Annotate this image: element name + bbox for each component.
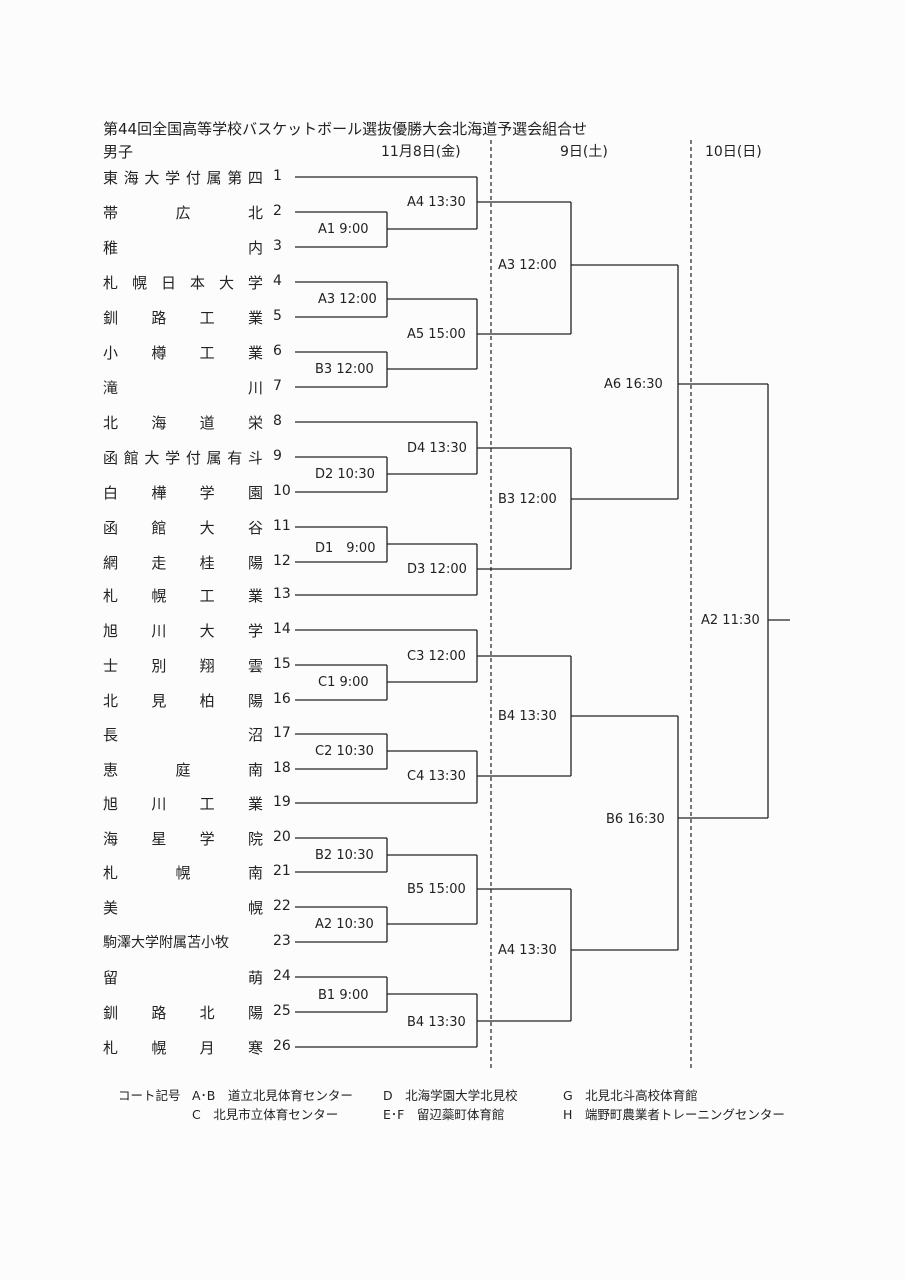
team-name: 札幌工業 (103, 586, 263, 605)
match-label: B4 13:30 (405, 1015, 468, 1030)
team-name: 札幌南 (103, 863, 263, 882)
team-name: 釧路北陽 (103, 1003, 263, 1022)
team-name: 網走桂陽 (103, 553, 263, 572)
match-label: C2 10:30 (313, 744, 376, 759)
team-name: 函館大谷 (103, 518, 263, 537)
match-label: A4 13:30 (405, 195, 468, 210)
team-name: 白樺学園 (103, 483, 263, 502)
team-seed-number: 15 (273, 656, 291, 672)
match-label: C1 9:00 (316, 675, 371, 690)
match-label: D2 10:30 (313, 467, 377, 482)
team-seed-number: 20 (273, 829, 291, 845)
team-name: 海星学院 (103, 829, 263, 848)
page-title: 第44回全国高等学校バスケットボール選抜優勝大会北海道予選会組合せ (103, 120, 588, 138)
match-label: A3 12:00 (316, 292, 379, 307)
legend-item: D 北海学園大学北見校 (383, 1088, 518, 1103)
team-seed-number: 22 (273, 898, 291, 914)
match-label: C3 12:00 (405, 649, 468, 664)
match-label: B5 15:00 (405, 882, 468, 897)
team-name: 美幌 (103, 898, 263, 917)
match-label: A2 11:30 (699, 613, 762, 628)
match-label: D4 13:30 (405, 441, 469, 456)
team-name: 旭川工業 (103, 794, 263, 813)
legend-item: H 端野町農業者トレーニングセンター (563, 1107, 785, 1122)
team-name: 恵庭南 (103, 760, 263, 779)
match-label: B3 12:00 (496, 492, 559, 507)
team-name: 北海道栄 (103, 413, 263, 432)
team-seed-number: 21 (273, 863, 291, 879)
team-name: 駒澤大学附属苫小牧 (103, 935, 229, 951)
team-seed-number: 16 (273, 691, 291, 707)
match-label: C4 13:30 (405, 769, 468, 784)
team-seed-number: 23 (273, 933, 291, 949)
category-label: 男子 (103, 143, 134, 161)
team-seed-number: 19 (273, 794, 291, 810)
team-seed-number: 7 (273, 378, 282, 394)
team-name: 帯広北 (103, 203, 263, 222)
team-name: 小樽工業 (103, 343, 263, 362)
team-seed-number: 4 (273, 273, 282, 289)
team-name: 札幌月寒 (103, 1038, 263, 1057)
team-name: 釧路工業 (103, 308, 263, 327)
day-header-1: 11月8日(金) (381, 144, 461, 160)
team-seed-number: 13 (273, 586, 291, 602)
team-seed-number: 1 (273, 168, 282, 184)
match-label: D1 9:00 (313, 537, 378, 556)
team-seed-number: 3 (273, 238, 282, 254)
team-seed-number: 8 (273, 413, 282, 429)
legend-item: A･B 道立北見体育センター (192, 1088, 353, 1103)
match-label: B6 16:30 (604, 812, 667, 827)
team-name: 士別翔雲 (103, 656, 263, 675)
team-name: 東海大学付属第四 (103, 168, 263, 187)
legend-item: E･F 留辺蘂町体育館 (383, 1107, 505, 1122)
team-seed-number: 17 (273, 725, 291, 741)
team-name: 北見柏陽 (103, 691, 263, 710)
match-label: A4 13:30 (496, 943, 559, 958)
team-name: 留萌 (103, 968, 263, 987)
match-label: D3 12:00 (405, 562, 469, 577)
team-seed-number: 2 (273, 203, 282, 219)
match-label: A1 9:00 (316, 222, 371, 237)
legend-heading: コート記号 (118, 1088, 181, 1103)
match-label: A3 12:00 (496, 258, 559, 273)
team-seed-number: 11 (273, 518, 291, 534)
legend-item: C 北見市立体育センター (192, 1107, 339, 1122)
team-seed-number: 10 (273, 483, 291, 499)
match-label: B4 13:30 (496, 709, 559, 724)
team-name: 旭川大学 (103, 621, 263, 640)
team-name: 函館大学付属有斗 (103, 448, 263, 467)
match-label: A5 15:00 (405, 327, 468, 342)
team-name: 長沼 (103, 725, 263, 744)
match-label: A6 16:30 (602, 377, 665, 392)
team-seed-number: 18 (273, 760, 291, 776)
match-label: A2 10:30 (313, 917, 376, 932)
team-seed-number: 14 (273, 621, 291, 637)
day-header-2: 9日(土) (560, 144, 608, 160)
team-name: 札幌日本大学 (103, 273, 263, 292)
team-seed-number: 25 (273, 1003, 291, 1019)
match-label: B3 12:00 (313, 362, 376, 377)
team-seed-number: 26 (273, 1038, 291, 1054)
team-seed-number: 5 (273, 308, 282, 324)
legend-item: G 北見北斗高校体育館 (563, 1088, 698, 1103)
team-seed-number: 6 (273, 343, 282, 359)
match-label: B2 10:30 (313, 848, 376, 863)
match-label: B1 9:00 (316, 988, 371, 1003)
team-seed-number: 12 (273, 553, 291, 569)
team-name: 滝川 (103, 378, 263, 397)
team-name: 稚内 (103, 238, 263, 257)
team-seed-number: 24 (273, 968, 291, 984)
team-seed-number: 9 (273, 448, 282, 464)
day-header-3: 10日(日) (705, 144, 762, 160)
